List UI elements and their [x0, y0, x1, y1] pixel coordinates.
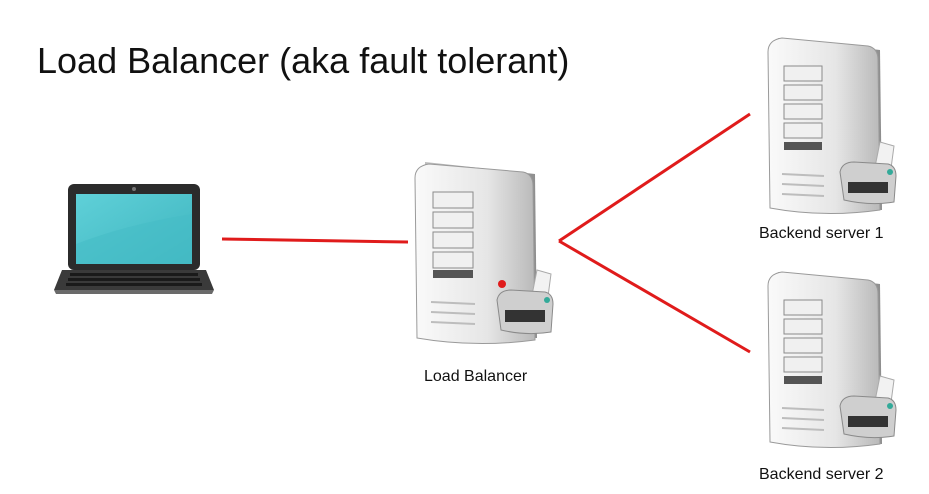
backend2-label: Backend server 2 [759, 466, 884, 483]
backend1-server-icon [767, 37, 897, 215]
connection-lb-backend2 [558, 239, 751, 354]
laptop-icon [54, 184, 214, 294]
connection-lb-backend1 [558, 112, 751, 243]
backend1-label: Backend server 1 [759, 225, 884, 242]
connection-client-lb [221, 237, 409, 244]
backend2-server-icon [767, 271, 897, 449]
diagram-title: Load Balancer (aka fault tolerant) [37, 40, 570, 81]
load-balancer-server-icon [414, 162, 554, 345]
load-balancer-label: Load Balancer [424, 368, 528, 385]
status-indicator [498, 280, 506, 288]
